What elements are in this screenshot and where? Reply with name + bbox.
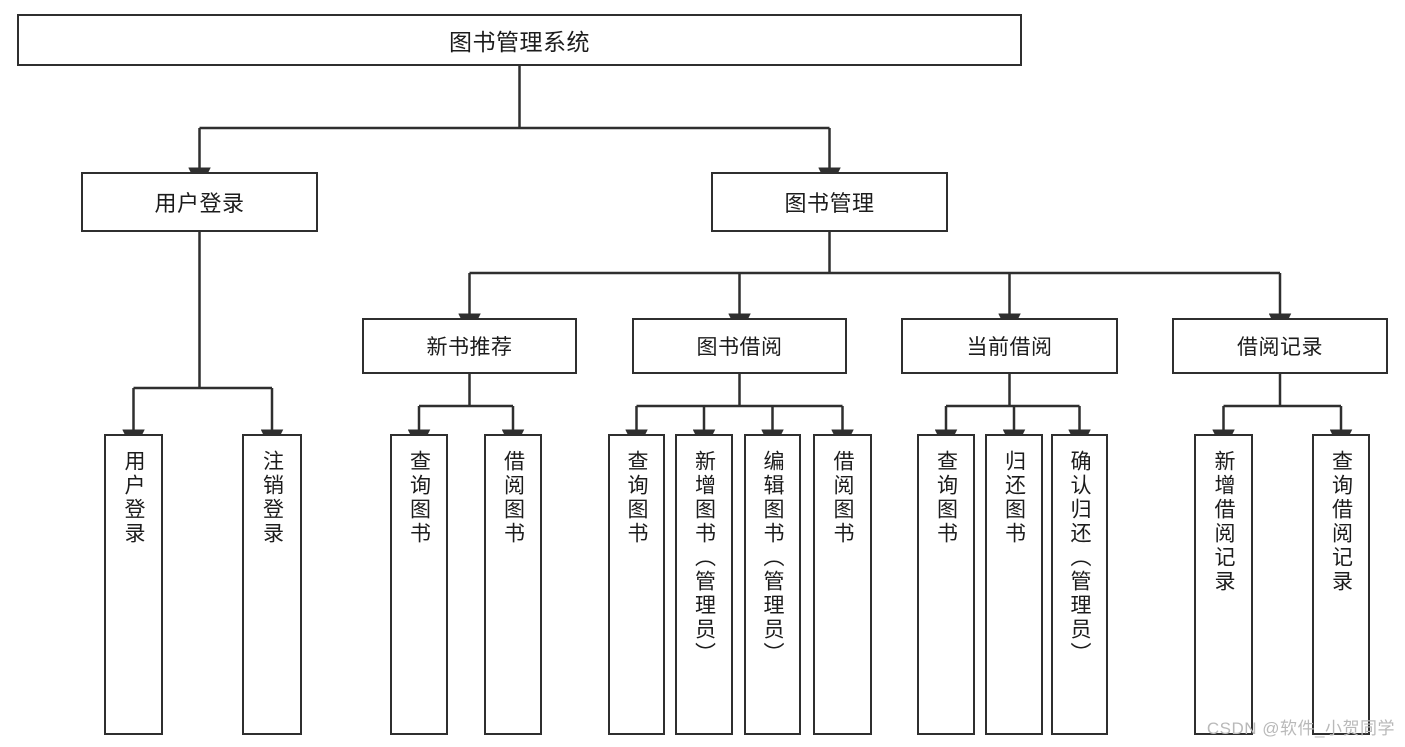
node-label: 新增借阅记录 <box>1212 450 1235 594</box>
node-level2-3[interactable]: 借阅记录 <box>1172 318 1388 374</box>
node-leaf-8[interactable]: 查询图书 <box>917 434 975 735</box>
csdn-watermark: CSDN @软件_小贺同学 <box>1206 719 1395 738</box>
node-leaf-2[interactable]: 查询图书 <box>390 434 448 735</box>
node-label: 编辑图书（管理员） <box>761 450 784 666</box>
node-level2-0[interactable]: 新书推荐 <box>362 318 577 374</box>
node-label: 当前借阅 <box>966 336 1053 359</box>
node-label: 借阅图书 <box>831 450 854 546</box>
node-label: 借阅图书 <box>501 450 525 546</box>
node-label: 图书管理 <box>784 191 875 216</box>
node-leaf-1[interactable]: 注销登录 <box>242 434 302 735</box>
node-level1-0[interactable]: 用户登录 <box>81 172 318 232</box>
node-label: 新增图书（管理员） <box>692 450 716 666</box>
node-leaf-3[interactable]: 借阅图书 <box>484 434 542 735</box>
node-leaf-0[interactable]: 用户登录 <box>104 434 163 735</box>
node-label: 图书借阅 <box>696 336 783 359</box>
node-label: 查询图书 <box>407 450 431 546</box>
node-leaf-12[interactable]: 查询借阅记录 <box>1312 434 1370 735</box>
node-label: 图书管理系统 <box>449 29 590 55</box>
node-label: 确认归还（管理员） <box>1068 450 1091 666</box>
node-label: 借阅记录 <box>1237 336 1323 359</box>
node-leaf-5[interactable]: 新增图书（管理员） <box>675 434 733 735</box>
node-label: 用户登录 <box>154 191 245 216</box>
node-level1-1[interactable]: 图书管理 <box>711 172 948 232</box>
node-label: 查询图书 <box>934 450 958 546</box>
node-leaf-10[interactable]: 确认归还（管理员） <box>1051 434 1108 735</box>
node-leaf-6[interactable]: 编辑图书（管理员） <box>744 434 801 735</box>
node-level2-1[interactable]: 图书借阅 <box>632 318 847 374</box>
node-label: 查询借阅记录 <box>1329 450 1353 594</box>
node-label: 归还图书 <box>1002 450 1026 546</box>
node-label: 用户登录 <box>122 450 145 546</box>
node-label: 注销登录 <box>260 450 284 546</box>
node-leaf-11[interactable]: 新增借阅记录 <box>1194 434 1253 735</box>
node-label: 新书推荐 <box>426 336 513 359</box>
node-leaf-9[interactable]: 归还图书 <box>985 434 1043 735</box>
node-leaf-4[interactable]: 查询图书 <box>608 434 665 735</box>
node-label: 查询图书 <box>625 450 648 546</box>
node-leaf-7[interactable]: 借阅图书 <box>813 434 872 735</box>
node-level2-2[interactable]: 当前借阅 <box>901 318 1118 374</box>
node-root[interactable]: 图书管理系统 <box>17 14 1022 66</box>
